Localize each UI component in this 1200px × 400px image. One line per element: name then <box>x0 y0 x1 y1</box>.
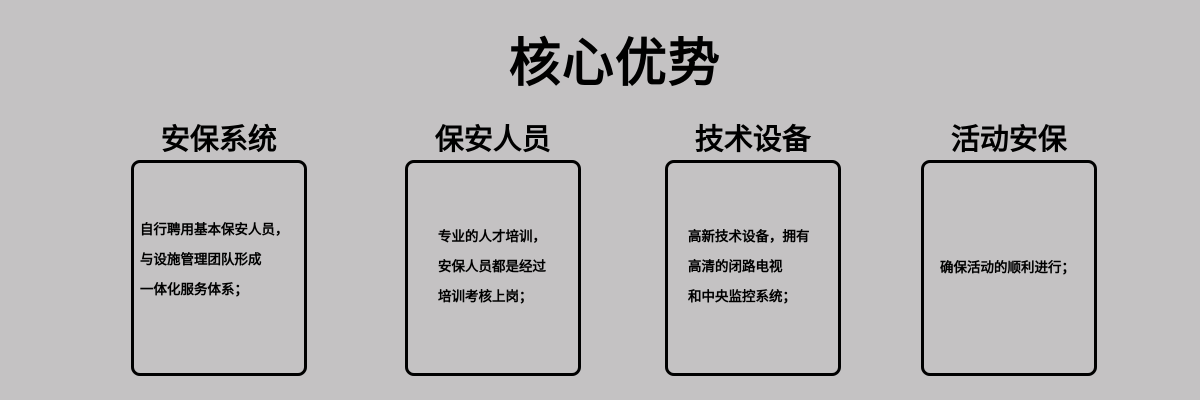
card-line: 一体化服务体系； <box>140 282 248 298</box>
advantage-column-tech-equipment: 技术设备 高新技术设备，拥有 高清的闭路电视 和中央监控系统； <box>665 120 841 376</box>
card-line: 高清的闭路电视 <box>688 259 783 275</box>
card-text: 自行聘用基本保安人员， 与设施管理团队形成 一体化服务体系； <box>140 215 304 305</box>
advantage-card: 专业的人才培训， 安保人员都是经过 培训考核上岗； <box>405 160 581 376</box>
card-line: 专业的人才培训， <box>438 229 546 245</box>
card-line: 安保人员都是经过 <box>438 259 546 275</box>
advantage-column-security-system: 安保系统 自行聘用基本保安人员， 与设施管理团队形成 一体化服务体系； <box>131 120 307 376</box>
advantage-column-security-staff: 保安人员 专业的人才培训， 安保人员都是经过 培训考核上岗； <box>405 120 581 376</box>
page-title: 核心优势 <box>508 34 721 94</box>
advantage-column-event-security: 活动安保 确保活动的顺利进行； <box>921 120 1097 376</box>
advantage-card: 高新技术设备，拥有 高清的闭路电视 和中央监控系统； <box>665 160 841 376</box>
card-line: 高新技术设备，拥有 <box>688 229 810 245</box>
column-heading: 技术设备 <box>694 122 811 156</box>
column-heading: 安保系统 <box>160 122 277 156</box>
card-line: 和中央监控系统； <box>688 289 796 305</box>
card-line: 自行聘用基本保安人员， <box>140 222 289 238</box>
card-line: 与设施管理团队形成 <box>140 252 262 268</box>
advantage-card: 自行聘用基本保安人员， 与设施管理团队形成 一体化服务体系； <box>131 160 307 376</box>
card-line: 培训考核上岗； <box>438 289 533 305</box>
column-heading: 保安人员 <box>434 122 551 156</box>
card-text: 确保活动的顺利进行； <box>940 253 1094 283</box>
advantage-card: 确保活动的顺利进行； <box>921 160 1097 376</box>
card-line: 确保活动的顺利进行； <box>940 260 1075 276</box>
card-text: 高新技术设备，拥有 高清的闭路电视 和中央监控系统； <box>688 222 838 312</box>
card-text: 专业的人才培训， 安保人员都是经过 培训考核上岗； <box>438 222 578 312</box>
column-heading: 活动安保 <box>950 122 1067 156</box>
